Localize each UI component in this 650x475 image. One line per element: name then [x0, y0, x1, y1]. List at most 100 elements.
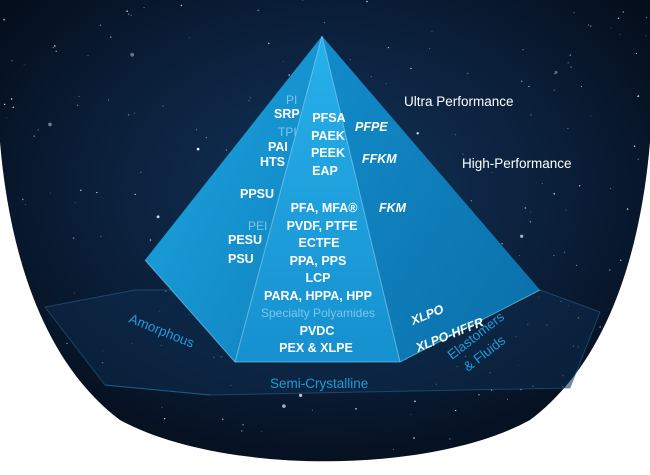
material-ectfe: ECTFE — [299, 236, 340, 250]
material-pesu: PESU — [228, 233, 262, 247]
star — [518, 255, 520, 256]
amorphous-materials: PI SRP TPI PAI HTS PPSU PEI PESU PSU — [228, 93, 300, 266]
material-para-hppa-hpp: PARA, HPPA, HPP — [264, 289, 372, 303]
star — [617, 17, 620, 20]
star — [554, 73, 556, 75]
star — [366, 0, 368, 3]
pyramid-face-amorphous — [145, 36, 322, 362]
tier-label-high-performance: High-Performance — [462, 156, 572, 171]
star — [570, 66, 572, 68]
star — [580, 86, 582, 88]
star — [74, 292, 75, 294]
star — [522, 49, 524, 51]
star — [163, 418, 166, 420]
star — [96, 191, 98, 194]
star — [416, 132, 419, 135]
material-pfsa: PFSA — [312, 111, 345, 125]
star — [622, 11, 624, 13]
star — [588, 24, 590, 26]
star — [66, 342, 68, 344]
star — [154, 455, 156, 458]
star — [637, 95, 640, 97]
star — [0, 396, 2, 398]
pyramid-ridge-right — [321, 35, 401, 363]
star — [610, 187, 612, 189]
star — [637, 158, 639, 160]
star — [48, 366, 50, 368]
star — [257, 9, 260, 12]
star — [609, 327, 611, 329]
star — [48, 122, 52, 127]
star — [249, 97, 252, 99]
star — [100, 235, 102, 238]
star — [55, 50, 57, 52]
star — [553, 192, 556, 195]
star — [525, 469, 526, 470]
star — [533, 454, 534, 456]
star — [567, 127, 569, 130]
platform-edge — [104, 384, 211, 396]
star — [302, 0, 304, 1]
material-pi: PI — [286, 93, 297, 107]
star — [592, 405, 594, 407]
star — [413, 437, 415, 439]
star — [635, 52, 638, 55]
material-peek: PEEK — [311, 146, 345, 160]
material-ppa-pps: PPA, PPS — [290, 254, 347, 268]
star — [52, 46, 54, 49]
star — [553, 89, 555, 91]
material-ppsu: PPSU — [240, 187, 274, 201]
star — [529, 221, 532, 223]
material-psu: PSU — [228, 252, 254, 266]
star — [100, 24, 102, 26]
star — [37, 129, 39, 131]
star — [53, 45, 56, 47]
star — [21, 261, 23, 263]
star — [74, 201, 76, 203]
star — [466, 72, 469, 75]
star — [501, 243, 503, 245]
star — [449, 438, 451, 440]
star — [646, 17, 648, 19]
star — [43, 398, 45, 401]
star — [392, 448, 394, 450]
material-fkm: FKM — [379, 201, 407, 215]
star — [626, 208, 629, 210]
star — [349, 59, 351, 61]
star — [455, 409, 457, 412]
star — [431, 31, 433, 33]
material-paek: PAEK — [311, 129, 345, 143]
star — [507, 398, 509, 400]
material-pvdf-ptfe: PVDF, PTFE — [287, 219, 358, 233]
star — [613, 401, 616, 403]
material-lcp: LCP — [306, 271, 331, 285]
star — [385, 83, 387, 85]
star — [12, 106, 15, 109]
star — [130, 52, 135, 57]
star — [128, 13, 130, 15]
star — [458, 465, 459, 466]
star — [196, 147, 200, 151]
star — [21, 198, 24, 201]
star — [77, 104, 79, 106]
material-pfpe: PFPE — [355, 120, 388, 134]
star — [98, 439, 100, 441]
material-pei: PEI — [248, 219, 267, 233]
star — [521, 80, 523, 83]
star — [126, 10, 128, 12]
star — [471, 161, 473, 162]
star — [462, 153, 464, 155]
star — [619, 34, 621, 35]
star — [387, 46, 390, 49]
star — [520, 234, 524, 238]
star — [414, 400, 416, 403]
star — [432, 104, 434, 106]
star — [563, 251, 566, 253]
star — [634, 400, 637, 403]
star — [72, 237, 75, 239]
star — [120, 459, 122, 461]
star — [52, 439, 54, 441]
star — [196, 129, 197, 131]
star — [429, 48, 430, 49]
star — [143, 6, 145, 9]
